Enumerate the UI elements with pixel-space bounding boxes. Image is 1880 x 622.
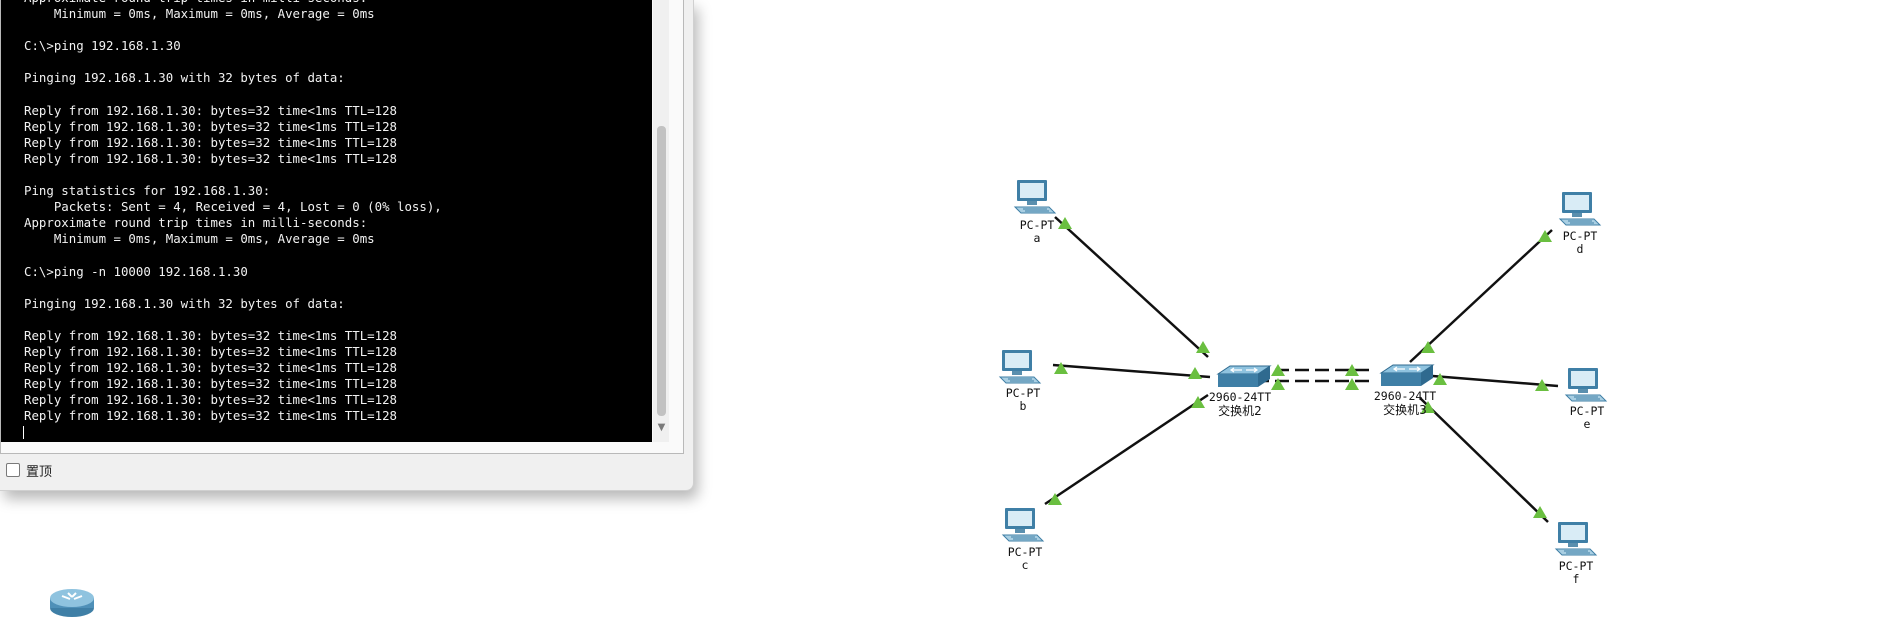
pc-icon [1014,179,1056,214]
scroll-down-arrow-icon[interactable]: ▼ [657,422,666,433]
switch-3-model: 2960-24TT [1374,389,1436,403]
terminal-text: Approximate round trip times in milli-se… [24,0,442,425]
pc-e-name: e [1584,417,1591,431]
pc-d-type: PC-PT [1563,229,1598,243]
terminal-line: C:\>ping 192.168.1.30 [24,38,181,54]
link-c-switch2 [1044,393,1209,506]
pc-icon [1565,367,1607,402]
terminal-line: Reply from 192.168.1.30: bytes=32 time<1… [24,134,397,150]
terminal-line: Approximate round trip times in milli-se… [24,0,442,6]
vertical-scrollbar[interactable]: ▼ [653,0,669,442]
command-prompt-window: Approximate round trip times in milli-se… [0,0,694,491]
terminal-line: Reply from 192.168.1.30: bytes=32 time<1… [24,344,397,360]
terminal-output[interactable]: Approximate round trip times in milli-se… [1,0,652,442]
pc-e[interactable]: PC-PT e [1565,367,1607,431]
pc-d-name: d [1577,242,1584,256]
pin-on-top-checkbox[interactable] [6,463,20,477]
pin-on-top-label: 置顶 [26,464,53,480]
router-icon[interactable] [48,586,96,620]
switch-2[interactable]: 2960-24TT 交换机2 [1209,365,1271,418]
terminal-frame: Approximate round trip times in milli-se… [0,0,684,454]
link-b-switch2 [1052,363,1211,379]
pc-c-type: PC-PT [1008,545,1043,559]
link-e-switch3 [1419,373,1559,388]
terminal-line: Reply from 192.168.1.30: bytes=32 time<1… [24,150,397,166]
link-up-indicator [1421,341,1435,353]
network-links [1044,216,1559,523]
terminal-line: Minimum = 0ms, Maximum = 0ms, Average = … [24,231,375,247]
pc-b[interactable]: PC-PT b [999,349,1041,413]
pc-a-name: a [1034,231,1041,245]
pc-f-name: f [1573,572,1580,586]
pc-c[interactable]: PC-PT c [1002,507,1044,572]
pc-icon [1002,507,1044,542]
switch-2-name: 交换机2 [1218,403,1262,418]
link-up-indicator [1188,367,1202,379]
switch-2-model: 2960-24TT [1209,390,1271,404]
terminal-line: Minimum = 0ms, Maximum = 0ms, Average = … [24,6,375,22]
pc-icon [1555,521,1597,556]
link-up-indicator [1433,373,1447,385]
terminal-line: Reply from 192.168.1.30: bytes=32 time<1… [24,360,397,376]
terminal-line: Approximate round trip times in milli-se… [24,215,368,231]
scrollbar-thumb[interactable] [657,126,666,416]
terminal-line: Reply from 192.168.1.30: bytes=32 time<1… [24,376,397,392]
pc-f[interactable]: PC-PT f [1555,521,1597,586]
link-a-switch2 [1054,216,1209,358]
pc-f-type: PC-PT [1559,559,1594,573]
terminal-line: Reply from 192.168.1.30: bytes=32 time<1… [24,102,397,118]
terminal-line: Reply from 192.168.1.30: bytes=32 time<1… [24,392,397,408]
pin-on-top-option[interactable]: 置顶 [6,462,53,480]
terminal-line: Ping statistics for 192.168.1.30: [24,183,271,199]
text-cursor [23,426,24,439]
terminal-line: C:\>ping -n 10000 192.168.1.30 [24,263,248,279]
pc-a-type: PC-PT [1020,218,1055,232]
link-status-indicators [1048,217,1552,518]
pc-c-name: c [1022,558,1029,572]
switch-icon [1217,365,1271,388]
pc-d[interactable]: PC-PT d [1559,191,1601,256]
pc-e-type: PC-PT [1570,404,1605,418]
terminal-line: Reply from 192.168.1.30: bytes=32 time<1… [24,327,397,343]
terminal-line: Reply from 192.168.1.30: bytes=32 time<1… [24,118,397,134]
link-d-switch3 [1409,229,1553,363]
terminal-line: Pinging 192.168.1.30 with 32 bytes of da… [24,70,345,86]
terminal-line: Reply from 192.168.1.30: bytes=32 time<1… [24,408,397,424]
pc-a[interactable]: PC-PT a [1014,179,1056,245]
terminal-line: Packets: Sent = 4, Received = 4, Lost = … [24,199,442,215]
pc-b-name: b [1020,399,1027,413]
link-up-indicator [1054,362,1068,374]
pc-icon [1559,191,1601,226]
switch-icon [1380,364,1434,387]
terminal-line: Pinging 192.168.1.30 with 32 bytes of da… [24,295,345,311]
switch-3[interactable]: 2960-24TT 交换机3 [1374,364,1436,417]
pc-b-type: PC-PT [1006,386,1041,400]
pc-icon [999,349,1041,384]
link-f-switch3 [1419,397,1549,523]
switch-3-name: 交换机3 [1383,402,1427,417]
